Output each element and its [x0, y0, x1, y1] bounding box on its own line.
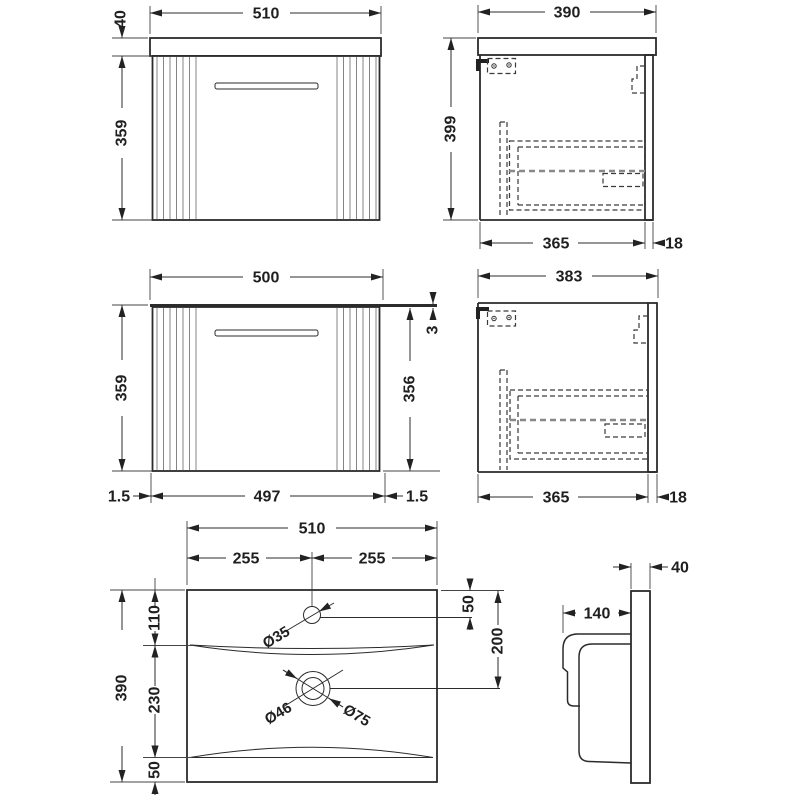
fluted-panel-right-2: [336, 308, 377, 470]
dim-front-top-height: 359: [114, 120, 131, 147]
dim-front-top-width: 510: [253, 6, 280, 23]
dim-plan-waste-offset: 200: [490, 628, 507, 655]
runner-block-hidden-2: [604, 423, 646, 438]
hanging-clip-hidden: [631, 65, 645, 94]
view-front-with-worktop: 510 40 359: [112, 6, 382, 221]
fluted-panel-left-2: [156, 308, 197, 470]
dim-plan-seg-top: 110: [147, 605, 164, 631]
basin-front-curve: [189, 644, 435, 655]
drawer-front-hidden-2: [499, 369, 508, 470]
view-basin-profile: 40 140: [562, 560, 689, 784]
runner-block-hidden: [602, 172, 644, 188]
dim-profile-thickness: 40: [671, 560, 689, 577]
basin-outline-plan: [186, 589, 438, 783]
fluted-panel-left: [156, 57, 197, 219]
dim-side-mid-depth: 365: [543, 490, 570, 507]
hanging-clip-hidden-2: [633, 315, 648, 344]
view-side-with-worktop: 390 399 365 18: [443, 5, 683, 253]
drawer-inner-hidden-2: [517, 395, 648, 454]
drawer-handle: [214, 82, 319, 90]
dim-side-top-depth: 365: [543, 236, 570, 253]
drawer-box-hidden-2: [509, 389, 649, 460]
wall-bracket: [476, 59, 489, 71]
dim-front-mid-top-thickness: 3: [425, 325, 442, 334]
dim-front-mid-edge-left: 1.5: [108, 489, 130, 506]
back-panel-side-2: [647, 302, 658, 473]
waste-hole-inner: [301, 677, 325, 700]
worktop-front: [149, 37, 382, 57]
bracket-plate-hidden-2: [486, 310, 517, 327]
view-side-cabinet: 383 365 18: [476, 269, 687, 507]
bowl-inner-profile: [578, 643, 632, 764]
basin-rear-curve: [189, 746, 434, 758]
fluted-panel-right: [336, 57, 377, 219]
tap-hole: [303, 606, 321, 624]
dim-plan-seg-mid: 230: [147, 687, 164, 714]
dim-side-mid-width: 383: [556, 269, 583, 286]
wall-bracket-2: [476, 307, 489, 319]
dim-front-mid-inner-height: 356: [402, 376, 419, 403]
cabinet-side-outline: [479, 55, 653, 221]
bracket-screws: [491, 62, 512, 69]
dim-profile-bowl-depth: 140: [584, 606, 611, 623]
drawer-handle-2: [214, 329, 319, 337]
dim-plan-depth: 390: [114, 675, 131, 702]
drawer-box-hidden: [508, 140, 646, 211]
cabinet-side-outline-2: [477, 302, 657, 473]
dim-front-top-worktop-height: 40: [113, 10, 130, 28]
dim-front-mid-inner-width: 497: [254, 489, 281, 506]
bracket-screws-2: [491, 314, 512, 322]
dim-front-mid-edge-right: 1.5: [406, 489, 428, 506]
drawer-inner-hidden: [517, 146, 645, 206]
view-basin-plan: Ø35 Ø46 Ø75 510 255 255 390 110 230: [110, 521, 507, 795]
dim-front-mid-width: 500: [253, 270, 280, 287]
drawer-front-hidden: [499, 121, 508, 218]
view-front-cabinet: 500 359 3 356 1.5 497 1.5: [108, 269, 442, 506]
dim-side-mid-back-panel: 18: [669, 490, 687, 507]
dim-plan-left-half: 255: [233, 551, 260, 568]
dim-plan-right-half: 255: [359, 551, 386, 568]
basin-back-edge: [630, 590, 651, 784]
dim-side-top-back-panel: 18: [665, 236, 683, 253]
dim-plan-width: 510: [299, 521, 326, 538]
dim-side-top-height: 399: [443, 116, 460, 143]
cabinet-front: [151, 55, 381, 221]
dim-plan-tap-offset: 50: [461, 595, 478, 613]
dim-side-top-width: 390: [554, 5, 581, 22]
dim-plan-seg-bottom: 50: [147, 761, 164, 779]
bowl-outer-profile: [562, 633, 631, 707]
bracket-plate-hidden: [486, 57, 517, 75]
worktop-side: [477, 37, 657, 56]
back-panel-side: [644, 54, 654, 221]
dim-front-mid-height: 359: [114, 375, 131, 402]
